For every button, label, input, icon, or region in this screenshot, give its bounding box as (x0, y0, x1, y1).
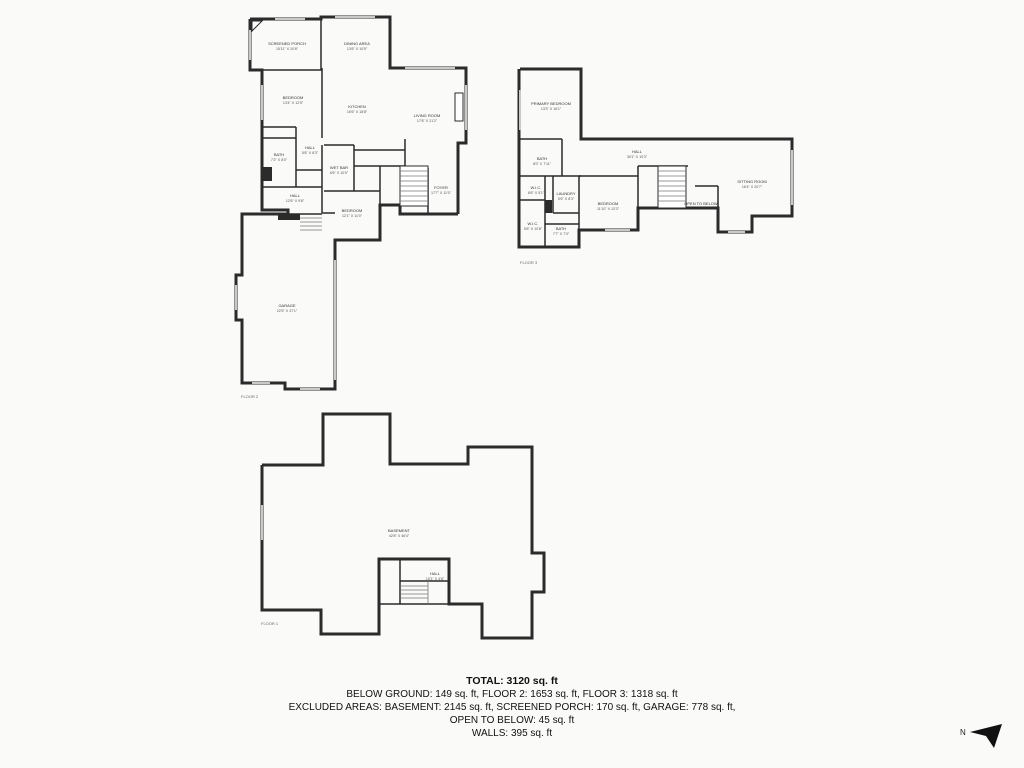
room-dims: 16'4" X 20'7" (742, 185, 763, 189)
floor-3-stairs (657, 165, 687, 209)
floor-1-plan: BASEMENT 42'8" X 46'4" HALL 10'1" X 4'8"… (260, 412, 546, 640)
room-dims: 8'0" X 7'11" (533, 162, 552, 166)
room-dims: 5'6" X 8'3" (558, 197, 575, 201)
floor-2-windows (235, 16, 467, 390)
floor-1-outer-wall (260, 412, 546, 640)
room-dims: 15'11" X 10'8" (276, 47, 299, 51)
room-name: HALL (430, 571, 441, 576)
room-dims: 30'1" X 10'3" (627, 155, 648, 159)
garage-step-icon (278, 214, 300, 220)
room-name: BATH (274, 152, 284, 157)
room-dims: 7'7" X 7'3" (553, 232, 570, 236)
floor-2-stairs (300, 165, 429, 231)
summary-line: BELOW GROUND: 149 sq. ft, FLOOR 2: 1653 … (346, 689, 678, 700)
room-name: SCREENED PORCH (268, 41, 306, 46)
fireplace-icon (454, 92, 464, 122)
room-name: WET BAR (330, 165, 348, 170)
room-name: HALL (290, 193, 301, 198)
floor-label: FLOOR 3 (520, 260, 538, 265)
room-name: LIVING ROOM (414, 113, 441, 118)
summary-line: OPEN TO BELOW: 45 sq. ft (449, 715, 575, 726)
compass-label: N (960, 728, 966, 737)
floor-3-outer-wall (517, 67, 794, 249)
room-dims: 10'1" X 4'8" (426, 577, 445, 581)
room-name: KITCHEN (348, 104, 366, 109)
floor-2-outer-wall (250, 15, 468, 214)
floor-1-interior-walls (379, 559, 449, 605)
floor-label: FLOOR 1 (261, 621, 279, 626)
bath-fixture-icon (262, 167, 272, 181)
laundry-fixture-icon (545, 200, 552, 213)
floor-2-plan: SCREENED PORCH 15'11" X 10'8" DINING ARE… (234, 15, 468, 399)
floor-2-outer-wall-left (234, 19, 337, 391)
room-name: BEDROOM (342, 208, 363, 213)
room-name: LAUNDRY (556, 191, 575, 196)
floor-3-windows (519, 90, 793, 233)
floor-label: FLOOR 2 (241, 394, 259, 399)
north-arrow-icon: N (960, 724, 1002, 748)
room-dims: 11'10" X 13'3" (597, 207, 620, 211)
room-name: W.I.C. (531, 185, 542, 190)
total-area: TOTAL: 3120 sq. ft (466, 675, 558, 687)
floor-3-plan: PRIMARY BEDROOM 13'3" X 16'1" HALL 30'1"… (517, 67, 794, 265)
room-dims: 17'7" X 11'0" (431, 191, 452, 195)
floor-2-interior-walls (250, 19, 429, 215)
room-dims: 12'1" X 11'0" (342, 214, 363, 218)
room-dims: 12'6" X 9'8" (286, 199, 305, 203)
room-name: SITTING ROOM (737, 179, 766, 184)
room-dims: 16'6" X 18'8" (347, 110, 368, 114)
room-name: FOYER (434, 185, 448, 190)
room-dims: 22'5" X 37'1" (277, 309, 298, 313)
room-dims: 8'6" X 5'1" (528, 191, 545, 195)
room-dims: 13'4" X 12'5" (283, 101, 304, 105)
floor-2-room-labels: SCREENED PORCH 15'11" X 10'8" DINING ARE… (268, 41, 452, 313)
room-name: PRIMARY BEDROOM (531, 101, 571, 106)
room-dims: 6'6" X 10'0" (330, 171, 349, 175)
summary-line: WALLS: 395 sq. ft (471, 728, 553, 739)
room-name: BEDROOM (283, 95, 304, 100)
porch-corner-icon (251, 20, 264, 33)
room-name: DINING AREA (344, 41, 370, 46)
floor-3-room-labels: PRIMARY BEDROOM 13'3" X 16'1" HALL 30'1"… (524, 101, 767, 236)
room-name: BEDROOM (598, 201, 619, 206)
room-name: HALL (632, 149, 643, 154)
room-dims: 5'6" X 10'8" (524, 227, 543, 231)
room-name: W.I.C. (528, 221, 539, 226)
room-dims: 5'6" X 8'3" (302, 151, 319, 155)
room-name: OPEN TO BELOW (684, 201, 718, 206)
floor-1-stairs (400, 581, 429, 604)
room-name: BATH (537, 156, 547, 161)
room-dims: 7'2" X 8'0" (271, 158, 288, 162)
room-dims: 42'8" X 46'4" (389, 534, 410, 538)
room-dims: 13'3" X 16'1" (541, 107, 562, 111)
room-dims: 13'6" X 10'5" (347, 47, 368, 51)
room-name: BASEMENT (388, 528, 411, 533)
room-name: BATH (556, 226, 566, 231)
room-dims: 17'8" X 21'2" (417, 119, 438, 123)
summary-line: EXCLUDED AREAS: BASEMENT: 2145 sq. ft, S… (288, 702, 736, 713)
area-summary: TOTAL: 3120 sq. ft BELOW GROUND: 149 sq.… (262, 675, 762, 740)
room-name: HALL (305, 145, 316, 150)
room-name: GARAGE (278, 303, 295, 308)
